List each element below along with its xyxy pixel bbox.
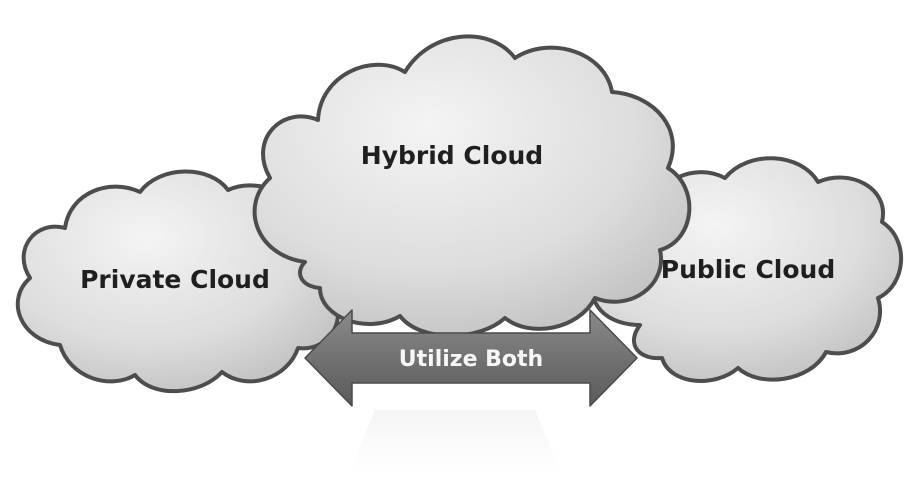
arrow-reflection bbox=[350, 410, 560, 470]
utilize-both-label: Utilize Both bbox=[399, 347, 543, 372]
double-arrow-shape bbox=[304, 309, 638, 407]
utilize-both-arrow: Utilize Both bbox=[304, 309, 638, 407]
private-cloud-label: Private Cloud bbox=[80, 265, 270, 294]
public-cloud-label: Public Cloud bbox=[661, 255, 835, 284]
hybrid-cloud-label: Hybrid Cloud bbox=[361, 141, 543, 170]
hybrid-cloud: Hybrid Cloud bbox=[252, 34, 692, 338]
hybrid-cloud-shape bbox=[252, 34, 692, 338]
